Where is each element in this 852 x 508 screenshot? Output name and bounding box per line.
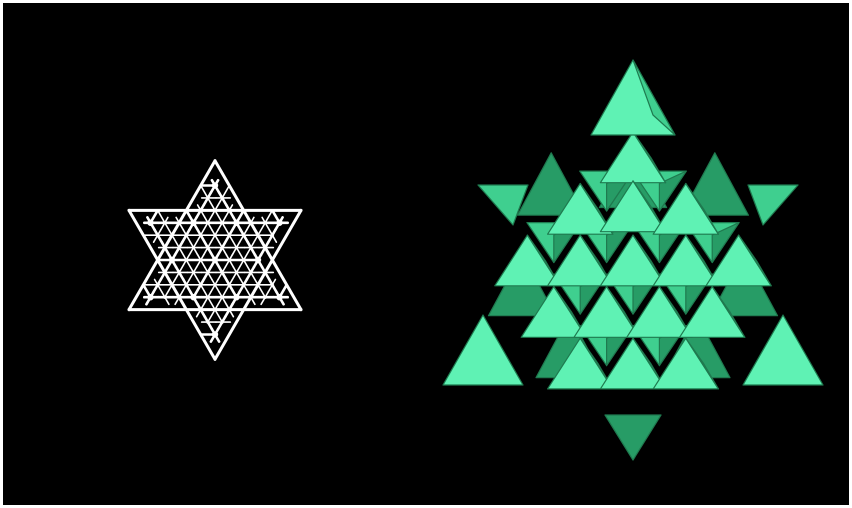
left-upper-point bbox=[478, 185, 528, 225]
right-lower-point bbox=[743, 315, 823, 385]
image-frame bbox=[3, 3, 849, 505]
right-upper-point bbox=[748, 185, 798, 225]
left-lower-point bbox=[443, 315, 523, 385]
front-pyramid bbox=[600, 132, 665, 183]
solid-figure bbox=[3, 3, 849, 505]
bottom-point bbox=[605, 415, 661, 460]
